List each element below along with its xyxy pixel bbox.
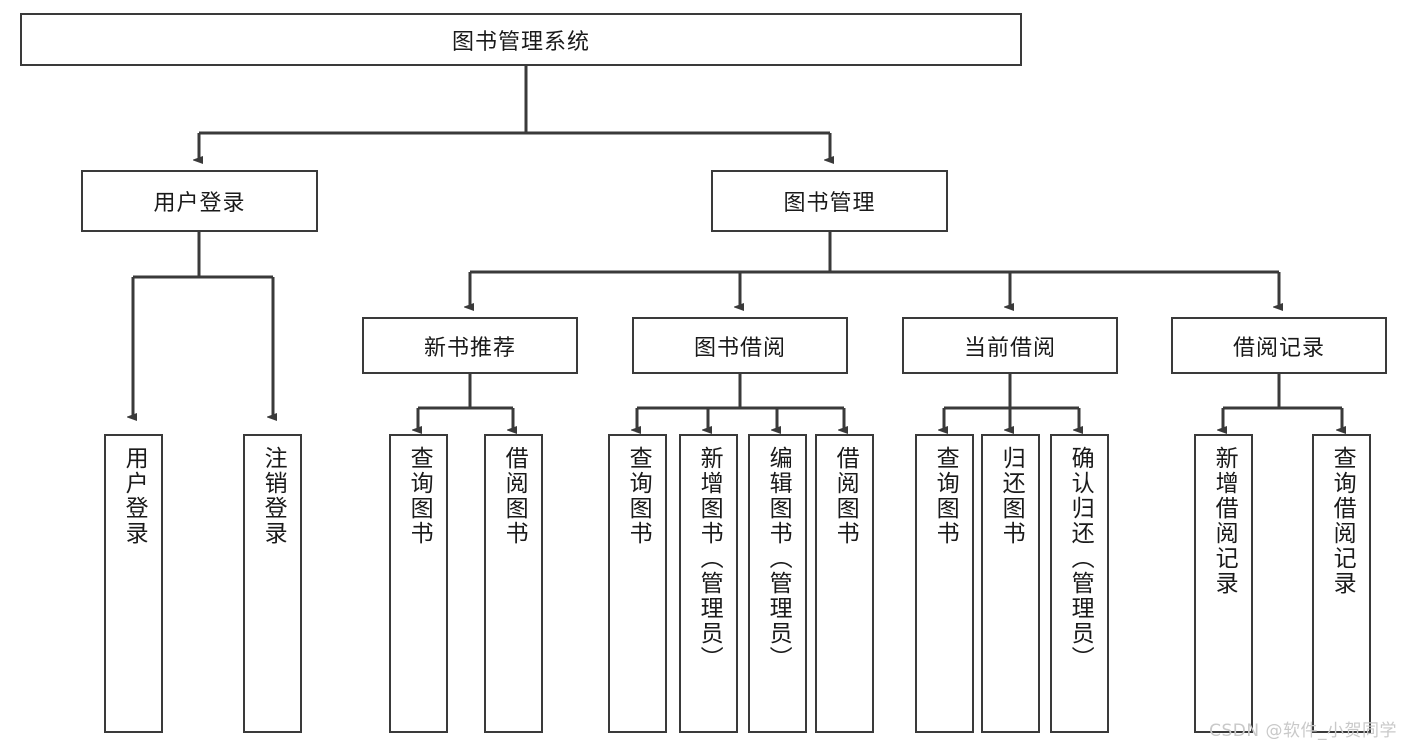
node-label: 图书管理系统 xyxy=(451,29,590,55)
leaf-add-book[interactable]: 新增图书（管理员） xyxy=(679,434,738,733)
leaf-borrow-book-2[interactable]: 借阅图书 xyxy=(815,434,874,733)
leaf-confirm-return[interactable]: 确认归还（管理员） xyxy=(1050,434,1109,733)
leaf-query-book-2[interactable]: 查询图书 xyxy=(608,434,667,733)
leaf-user-login[interactable]: 用户登录 xyxy=(104,434,163,733)
leaf-query-borrow-record[interactable]: 查询借阅记录 xyxy=(1312,434,1371,733)
node-label: 借阅图书 xyxy=(501,446,528,546)
node-label: 查询图书 xyxy=(932,446,959,546)
node-book-management[interactable]: 图书管理 xyxy=(711,170,948,232)
node-label: 图书借阅 xyxy=(693,335,786,361)
node-label: 用户登录 xyxy=(153,191,246,216)
node-new-book-recommend[interactable]: 新书推荐 xyxy=(362,317,578,374)
node-label: 新增图书（管理员） xyxy=(696,446,723,671)
node-book-management-system[interactable]: 图书管理系统 xyxy=(20,13,1022,66)
leaf-return-book[interactable]: 归还图书 xyxy=(981,434,1040,733)
node-user-login[interactable]: 用户登录 xyxy=(81,170,318,232)
node-book-borrow[interactable]: 图书借阅 xyxy=(632,317,848,374)
leaf-edit-book[interactable]: 编辑图书（管理员） xyxy=(748,434,807,733)
node-label: 图书管理 xyxy=(783,191,876,216)
node-label: 确认归还（管理员） xyxy=(1067,446,1094,671)
node-label: 新增借阅记录 xyxy=(1211,446,1238,596)
watermark: CSDN @软件_小贺同学 xyxy=(1209,721,1397,741)
node-label: 归还图书 xyxy=(998,446,1025,546)
node-label: 用户登录 xyxy=(121,446,148,546)
node-borrow-record[interactable]: 借阅记录 xyxy=(1171,317,1387,374)
leaf-add-borrow-record[interactable]: 新增借阅记录 xyxy=(1194,434,1253,733)
node-label: 注销登录 xyxy=(260,446,287,546)
node-label: 借阅记录 xyxy=(1232,335,1325,361)
node-label: 编辑图书（管理员） xyxy=(765,446,792,671)
leaf-logout-login[interactable]: 注销登录 xyxy=(243,434,302,733)
leaf-query-book-3[interactable]: 查询图书 xyxy=(915,434,974,733)
leaf-borrow-book-1[interactable]: 借阅图书 xyxy=(484,434,543,733)
leaf-query-book-1[interactable]: 查询图书 xyxy=(389,434,448,733)
node-label: 查询图书 xyxy=(625,446,652,546)
node-label: 当前借阅 xyxy=(963,335,1056,361)
node-label: 查询图书 xyxy=(406,446,433,546)
node-current-borrow[interactable]: 当前借阅 xyxy=(902,317,1118,374)
node-label: 查询借阅记录 xyxy=(1329,446,1356,596)
node-label: 借阅图书 xyxy=(832,446,859,546)
node-label: 新书推荐 xyxy=(423,335,516,361)
